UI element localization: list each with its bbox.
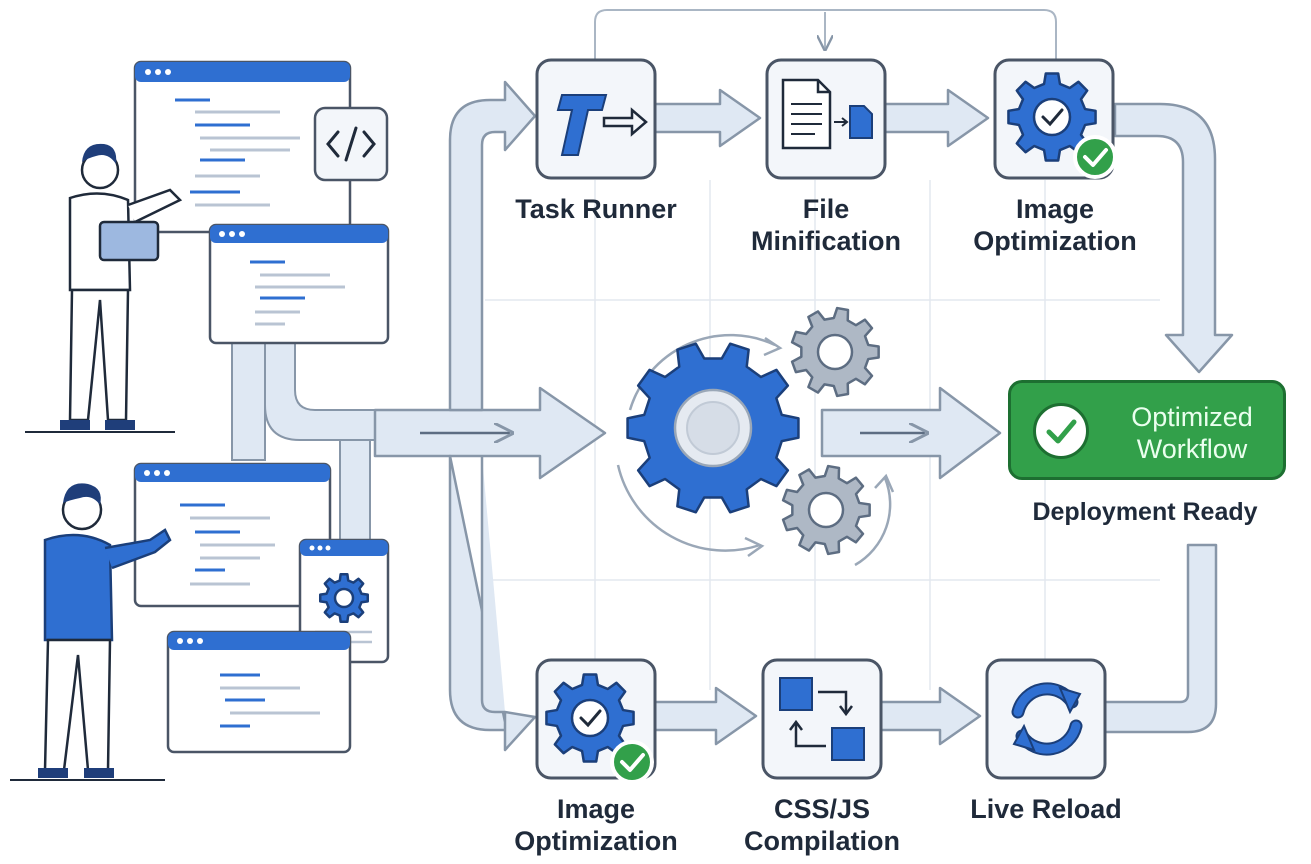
node-label: Live Reload — [970, 794, 1122, 824]
node-label: Image — [557, 794, 635, 824]
main-flow-arrow-in — [373, 386, 607, 480]
step-box-image-optimization-bottom — [535, 658, 657, 780]
node-label: Task Runner — [515, 194, 677, 224]
result-title: Optimized Workflow — [1107, 401, 1277, 465]
node-label: File — [803, 194, 850, 224]
check-badge — [610, 740, 654, 784]
splitter-pipe — [448, 80, 537, 752]
check-badge — [1073, 135, 1117, 179]
gear-check-icon — [1007, 72, 1097, 162]
task-runner-icon — [556, 94, 648, 156]
result-title-line: Optimized — [1131, 402, 1253, 432]
developer-with-laptop-icon — [25, 60, 390, 433]
result-badge: Optimized Workflow — [1008, 380, 1286, 480]
node-label: CSS/JS — [774, 794, 870, 824]
bottom-row-labels: Image Optimization CSS/JS Compilation Li… — [514, 794, 1122, 856]
compile-icon — [779, 677, 865, 761]
node-label: Optimization — [973, 226, 1137, 256]
step-box-live-reload — [985, 658, 1107, 780]
top-row-labels: Task Runner File Minification Image Opti… — [515, 194, 1137, 256]
bottom-row-pipes — [653, 543, 1218, 746]
result-title-line: Workflow — [1136, 434, 1248, 464]
step-box-css-js-compilation — [761, 658, 883, 780]
reload-icon — [1011, 682, 1083, 756]
step-box-file-minification — [765, 58, 887, 180]
central-gear-icon — [616, 306, 895, 567]
node-label: Optimization — [514, 826, 678, 856]
check-icon — [1033, 403, 1089, 459]
input-pipe — [231, 339, 381, 541]
result-subtitle: Deployment Ready — [1032, 498, 1258, 526]
top-row-pipes — [653, 88, 1234, 374]
file-minification-icon — [781, 78, 873, 150]
developer-pointing-icon — [10, 462, 390, 781]
node-label: Minification — [751, 226, 901, 256]
feedback-loop-line — [594, 9, 1057, 60]
node-label: Compilation — [744, 826, 900, 856]
step-box-task-runner — [535, 58, 657, 180]
main-flow-arrow-out — [820, 386, 1002, 480]
node-label: Image — [1016, 194, 1094, 224]
